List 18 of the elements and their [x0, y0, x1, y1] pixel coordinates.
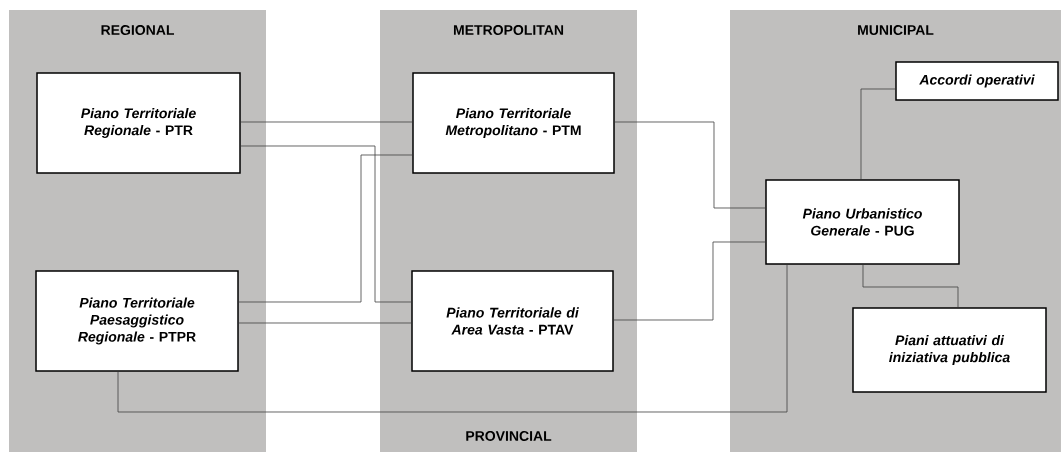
column-heading: REGIONAL: [101, 25, 175, 35]
plan-box: Piano Territoriale Metropolitano - PTM: [412, 72, 615, 174]
connector-line: [613, 241, 766, 321]
plan-box: Piani attuativi di iniziativa pubblica: [852, 307, 1047, 393]
connector-line: [240, 121, 413, 123]
plan-box: Accordi operativi: [895, 61, 1059, 101]
connector-line: [614, 121, 766, 209]
connector-line: [238, 322, 412, 324]
connector-line: [860, 88, 896, 180]
connector-line: [117, 264, 788, 413]
column-heading: PROVINCIAL: [466, 431, 552, 441]
plan-box: Piano Territoriale di Area Vasta - PTAV: [411, 270, 614, 372]
column-heading: METROPOLITAN: [453, 25, 564, 35]
plan-box: Piano Territoriale Regionale - PTR: [36, 72, 241, 174]
column-heading: MUNICIPAL: [858, 25, 934, 35]
plan-box: Piano Urbanistico Generale - PUG: [765, 179, 960, 265]
connector-line: [862, 264, 959, 308]
plan-box: Piano Territoriale Paesaggistico Regionale - PTPR: [35, 270, 239, 372]
